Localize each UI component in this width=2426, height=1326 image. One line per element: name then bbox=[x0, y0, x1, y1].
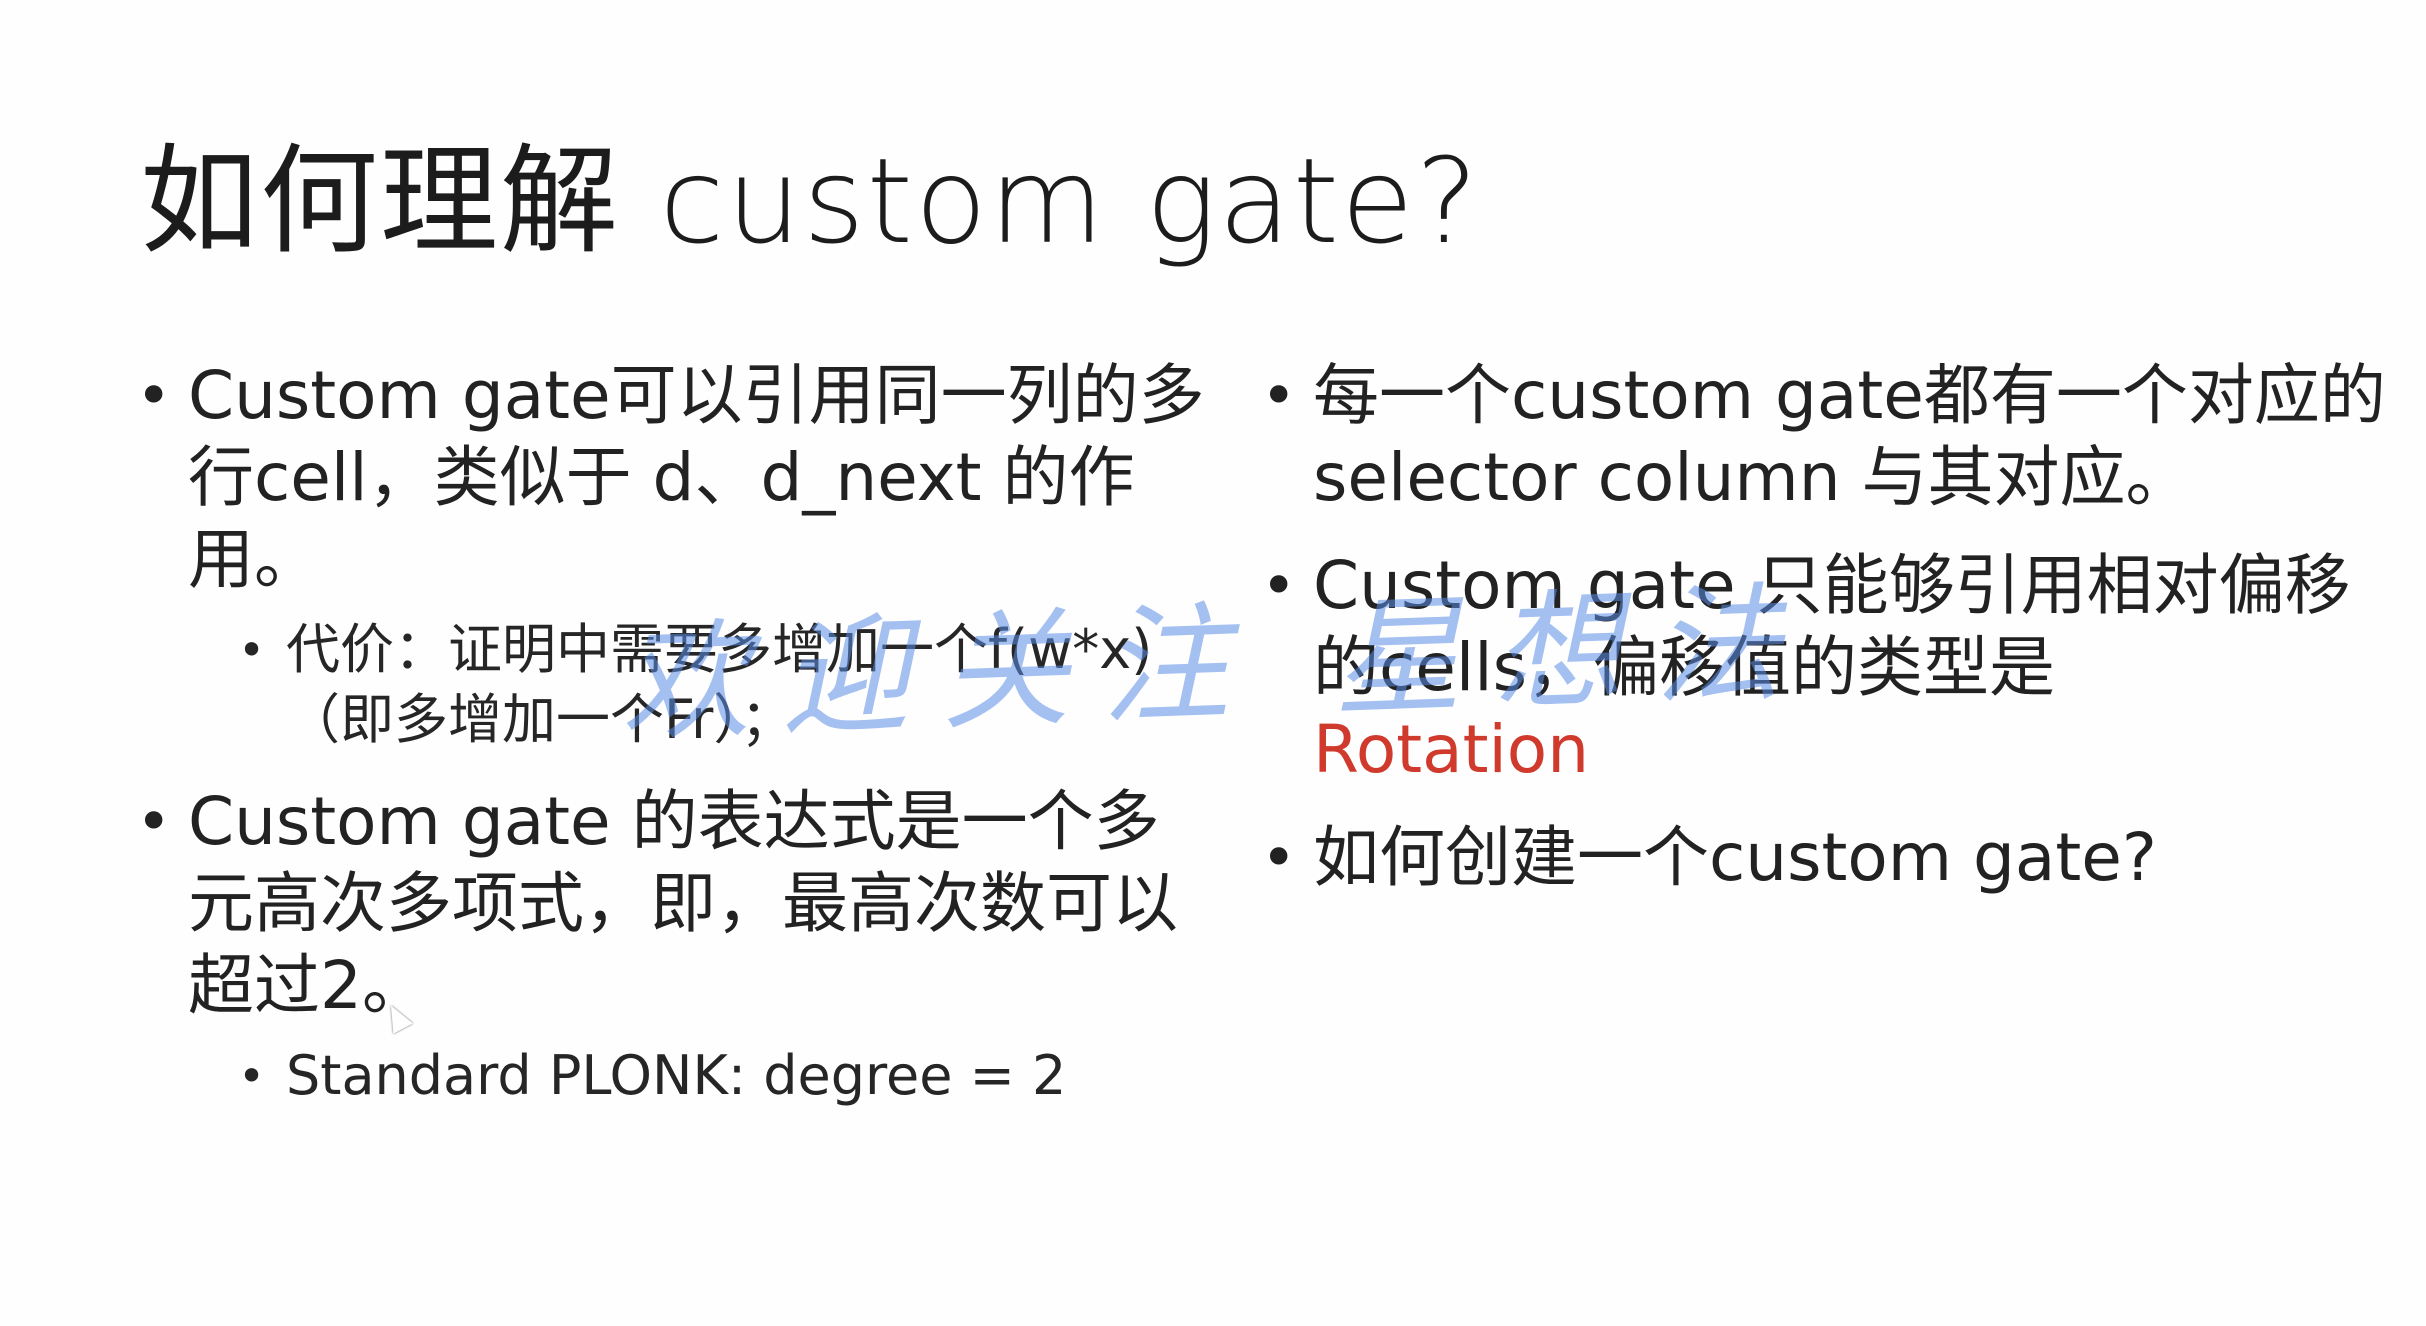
sub-bullet-text: Standard PLONK: degree = 2 bbox=[286, 1044, 1067, 1107]
sub-bullet-list: • Standard PLONK: degree = 2 bbox=[188, 1041, 1210, 1111]
bullet-icon: • bbox=[136, 361, 172, 431]
bullet-item: • Custom gate 的表达式是一个多元高次多项式，即，最高次数可以超过2… bbox=[130, 781, 1210, 1111]
sub-bullet-list: • 代价：证明中需要多增加一个f(w*x)（即多增加一个Fr）； bbox=[188, 615, 1210, 755]
left-column: • Custom gate可以引用同一列的多行cell，类似于 d、d_next… bbox=[130, 355, 1210, 1137]
sub-bullet-item: • Standard PLONK: degree = 2 bbox=[234, 1041, 1210, 1111]
right-column: • 每一个custom gate都有一个对应的 selector column … bbox=[1255, 355, 2395, 925]
bullet-text: Custom gate可以引用同一列的多行cell，类似于 d、d_next 的… bbox=[188, 357, 1205, 598]
slide-title: 如何理解 custom gate? bbox=[140, 132, 1481, 270]
bullet-text: Custom gate 只能够引用相对偏移的cells，偏移值的类型是 bbox=[1313, 547, 2351, 706]
bullet-text: Custom gate 的表达式是一个多元高次多项式，即，最高次数可以超过2。 bbox=[188, 783, 1178, 1024]
bullet-icon: • bbox=[238, 1049, 266, 1103]
bullet-item: • 每一个custom gate都有一个对应的 selector column … bbox=[1255, 355, 2395, 519]
bullet-icon: • bbox=[1261, 361, 1297, 431]
bullet-item: • 如何创建一个custom gate? bbox=[1255, 817, 2395, 899]
bullet-text: 如何创建一个custom gate? bbox=[1313, 819, 2157, 896]
bullet-icon: • bbox=[1261, 551, 1297, 621]
right-bullet-list: • 每一个custom gate都有一个对应的 selector column … bbox=[1255, 355, 2395, 899]
sub-bullet-text: 代价：证明中需要多增加一个f(w*x)（即多增加一个Fr）； bbox=[286, 618, 1153, 751]
bullet-item: • Custom gate 只能够引用相对偏移的cells，偏移值的类型是 Ro… bbox=[1255, 545, 2395, 791]
rotation-highlight: Rotation bbox=[1313, 711, 1590, 788]
left-bullet-list: • Custom gate可以引用同一列的多行cell，类似于 d、d_next… bbox=[130, 355, 1210, 1111]
bullet-text: 每一个custom gate都有一个对应的 selector column 与其… bbox=[1313, 357, 2386, 516]
bullet-icon: • bbox=[136, 787, 172, 857]
bullet-icon: • bbox=[238, 623, 266, 677]
sub-bullet-item: • 代价：证明中需要多增加一个f(w*x)（即多增加一个Fr）； bbox=[234, 615, 1210, 755]
bullet-item: • Custom gate可以引用同一列的多行cell，类似于 d、d_next… bbox=[130, 355, 1210, 755]
bullet-icon: • bbox=[1261, 823, 1297, 893]
